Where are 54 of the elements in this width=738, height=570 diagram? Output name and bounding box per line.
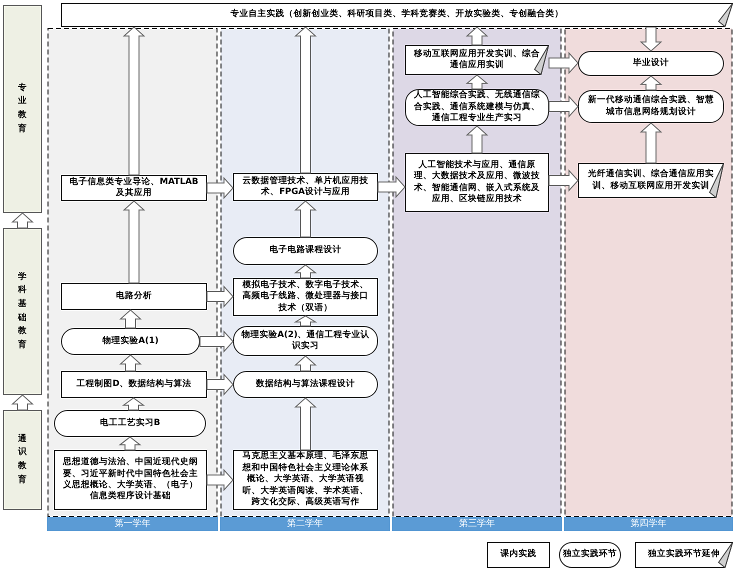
block-arrow [548,95,579,118]
block-arrow [466,26,488,46]
course-box: 人工智能技术与应用、通信原理、大数据技术及应用、微波技术、智能通信网、嵌入式系统及应用、区块链应用技术 [405,153,549,212]
block-arrow [294,200,317,238]
practice-box: 人工智能综合实践、无线通信综合实践、通信系统建模与仿真、通信工程专业生产实习 [405,89,549,126]
legend-item: 课内实践 [487,542,550,568]
education-band: 通识教育 [3,410,42,510]
practice-box: 毕业设计 [578,51,724,76]
block-arrow [11,394,34,410]
block-arrow [118,436,142,450]
practice-box: 物理实验A(1) [61,328,200,355]
block-arrow [294,355,317,372]
course-box: 电子信息类专业导论、MATLAB及其应用 [61,175,207,201]
extension-box: 移动互联网应用开发实训、综合通信应用实训 [405,45,549,75]
block-arrow [119,354,142,372]
banner-box: 专业自主实践（创新创业类、科研项目类、学科竞赛类、开放实验类、专创融合类） [61,3,733,27]
block-arrow [466,125,488,154]
block-arrow [640,122,662,164]
practice-box: 电子电路课程设计 [233,237,378,265]
block-arrow [294,397,317,450]
course-box: 马克思主义基本原理、毛泽东思想和中国特色社会主义理论体系概论、大学英语、大学英语视听、大学英语阅读、学术英语、跨文化交际、高级英语写作 [233,450,378,510]
education-band: 专业教育 [3,5,42,213]
block-arrow [206,373,234,396]
block-arrow [11,212,34,228]
block-arrow [206,468,234,492]
block-arrow [378,176,406,198]
block-arrow [640,75,662,90]
block-arrow [548,169,579,192]
legend-item: 独立实践环节延伸 [635,542,733,568]
block-arrow [294,264,317,278]
block-arrow [122,200,146,284]
course-box: 模拟电子技术、数字电子技术、高频电子线路、微处理器与接口技术（双语） [233,278,378,316]
block-arrow [640,26,662,52]
block-arrow [122,26,146,176]
block-arrow [122,397,146,410]
extension-box: 光纤通信实训、综合通信应用实训、移动互联网应用开发实训 [578,163,724,198]
practice-box: 电工工艺实习B [54,410,206,437]
practice-box: 数据结构与算法课程设计 [233,371,378,398]
course-box: 思想道德与法治、中国近现代史纲要、习近平新时代中国特色社会主义思想概论、大学英语、（电子）信息类程序设计基础 [54,450,207,510]
legend-item: 独立实践环节 [559,542,621,568]
block-arrow [119,309,142,328]
block-arrow [206,285,234,308]
course-box: 云数据管理技术、单片机应用技术、FPGA设计与应用 [233,173,378,201]
block-arrow [466,74,488,90]
education-band: 学科基础教育 [3,228,42,395]
block-arrow [294,315,318,326]
course-box: 电路分析 [61,283,207,310]
block-arrow [200,330,234,353]
block-arrow [294,26,317,174]
block-arrow [548,52,579,74]
practice-box: 物理实验A(2)、通信工程专业认识实习 [233,326,378,356]
block-arrow [206,176,234,200]
course-box: 工程制图D、数据结构与算法 [61,371,207,398]
practice-box: 新一代移动通信综合实践、智慧城市信息网络规划设计 [578,90,724,123]
